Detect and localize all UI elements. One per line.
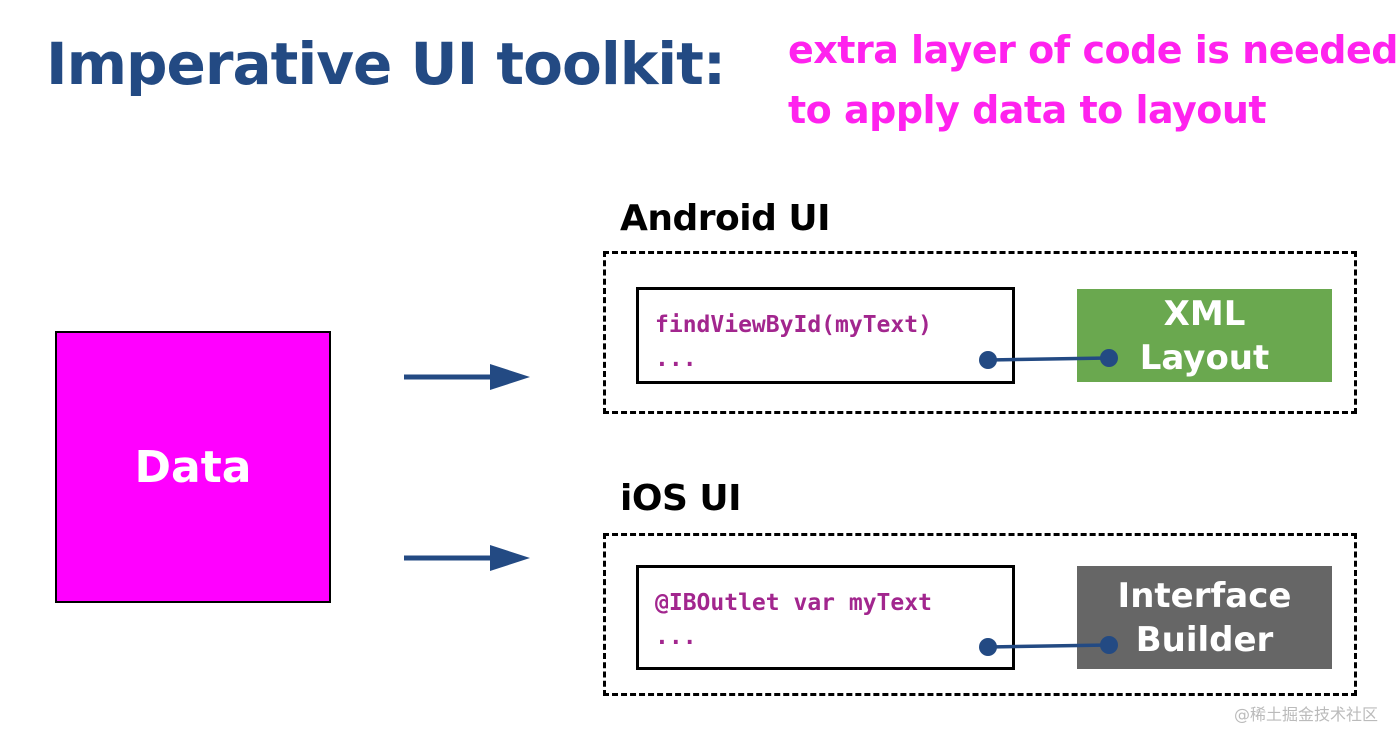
android-code-line-2: ... (655, 346, 697, 372)
interface-builder-line-1: Interface (1117, 575, 1292, 616)
xml-layout-box: XML Layout (1077, 289, 1332, 382)
ios-ui-label: iOS UI (620, 478, 742, 519)
note-line-1: extra layer of code is needed (788, 28, 1398, 72)
arrow-to-android (404, 364, 530, 390)
note-text: extra layer of code is needed to apply d… (788, 20, 1398, 140)
data-label: Data (134, 441, 252, 493)
interface-builder-line-2: Builder (1135, 619, 1274, 660)
xml-layout-line-1: XML (1163, 293, 1246, 334)
android-code-line-1: findViewById(myText) (655, 312, 932, 338)
ios-code-line-2: ... (655, 624, 697, 650)
android-code-box: findViewById(myText)... (636, 287, 1015, 384)
xml-layout-line-2: Layout (1139, 337, 1270, 378)
note-line-2: to apply data to layout (788, 88, 1267, 132)
data-box: Data (55, 331, 331, 603)
interface-builder-box: Interface Builder (1077, 566, 1332, 669)
ios-code-line-1: @IBOutlet var myText (655, 590, 932, 616)
ios-code-box: @IBOutlet var myText... (636, 565, 1015, 670)
android-ui-label: Android UI (620, 198, 831, 239)
ios-connector (979, 636, 1118, 656)
ios-ui-frame (603, 533, 1357, 696)
arrow-to-ios (404, 545, 530, 571)
android-connector (979, 349, 1118, 369)
android-ui-frame (603, 251, 1357, 414)
watermark: @稀土掘金技术社区 (1233, 705, 1378, 724)
page-title: Imperative UI toolkit: (46, 30, 726, 98)
